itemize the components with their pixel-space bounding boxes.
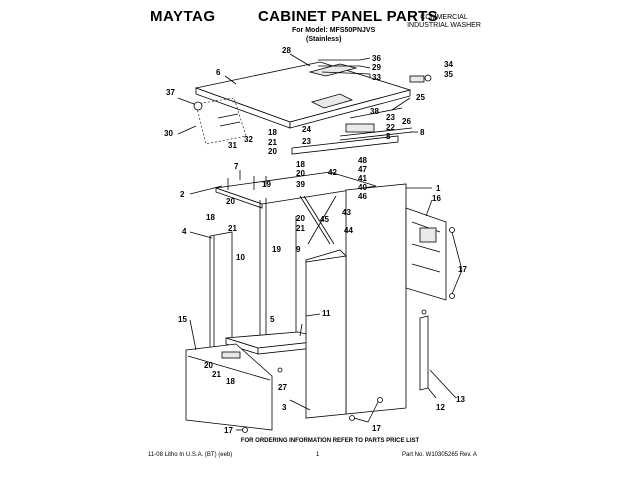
brand-logo: MAYTAG (150, 8, 216, 25)
callout-23a: 23 (386, 113, 395, 122)
callout-38: 38 (370, 107, 379, 116)
callout-18d: 18 (226, 377, 235, 386)
product-category-line1: COMMERCIAL (420, 14, 468, 21)
callout-44: 44 (344, 226, 353, 235)
callout-19b: 19 (272, 245, 281, 254)
front-lower-panel (185, 343, 273, 431)
callout-11: 11 (322, 309, 331, 318)
callout-17c: 17 (372, 424, 381, 433)
page-title: CABINET PANEL PARTS (258, 8, 438, 25)
ordering-note: FOR ORDERING INFORMATION REFER TO PARTS … (240, 438, 420, 444)
callout-18a: 18 (268, 128, 277, 137)
callout-10: 10 (236, 253, 245, 262)
callout-21a: 21 (268, 138, 277, 147)
callout-2: 2 (180, 190, 185, 199)
callout-18b: 18 (296, 160, 305, 169)
callout-5: 5 (270, 315, 275, 324)
callout-35: 35 (444, 70, 453, 79)
callout-4: 4 (182, 227, 187, 236)
part-number: Part No. W10305265 Rev. A (402, 452, 477, 458)
callout-29: 29 (372, 63, 381, 72)
right-side-panel (305, 183, 407, 419)
page-number: 1 (316, 452, 320, 458)
callout-24: 24 (302, 125, 311, 134)
callout-20e: 20 (204, 361, 213, 370)
part-callouts: 28 36 29 33 34 35 6 37 30 31 32 25 38 24… (164, 46, 467, 435)
callout-20d: 20 (296, 214, 305, 223)
callout-16: 16 (432, 194, 441, 203)
callout-39: 39 (296, 180, 305, 189)
frame-posts (259, 198, 297, 348)
rear-brace (419, 309, 429, 391)
callout-15: 15 (178, 315, 187, 324)
callout-27: 27 (278, 383, 287, 392)
callout-20c: 20 (226, 197, 235, 206)
callout-40: 40 (358, 183, 367, 192)
callout-17b: 17 (224, 426, 233, 435)
callout-1: 1 (436, 184, 441, 193)
product-category-line2: INDUSTRIAL WASHER (407, 22, 481, 29)
callout-18c: 18 (206, 213, 215, 222)
callout-21d: 21 (212, 370, 221, 379)
callout-43: 43 (342, 208, 351, 217)
callout-13: 13 (456, 395, 465, 404)
callout-17a: 17 (458, 265, 467, 274)
product-category: COMMERCIAL INDUSTRIAL WASHER (404, 14, 484, 30)
callout-20b: 20 (296, 169, 305, 178)
left-side-panel (209, 231, 233, 363)
callout-19a: 19 (262, 180, 271, 189)
upper-frame (215, 135, 399, 245)
callout-33: 33 (372, 73, 381, 82)
callout-47: 47 (358, 165, 367, 174)
model-variant: (Stainless) (306, 36, 342, 43)
callout-26: 26 (402, 117, 411, 126)
callout-30: 30 (164, 129, 173, 138)
rear-panel (405, 207, 447, 301)
callout-3: 3 (282, 403, 287, 412)
top-hardware (318, 59, 432, 141)
callout-22: 22 (386, 123, 395, 132)
callout-32: 32 (244, 135, 253, 144)
callout-21c: 21 (296, 224, 305, 233)
callout-23b: 23 (302, 137, 311, 146)
model-number: For Model: MFS50PNJVS (292, 27, 376, 34)
callout-28: 28 (282, 46, 291, 55)
callout-25: 25 (416, 93, 425, 102)
callout-7: 7 (234, 162, 239, 171)
callout-36: 36 (372, 54, 381, 63)
callout-37: 37 (166, 88, 175, 97)
hinge-bracket (193, 97, 247, 145)
callout-6: 6 (216, 68, 221, 77)
callout-46: 46 (358, 192, 367, 201)
callout-21b: 21 (228, 224, 237, 233)
callout-12: 12 (436, 403, 445, 412)
callout-42: 42 (328, 168, 337, 177)
callout-8a: 8 (386, 132, 391, 141)
callout-9: 9 (296, 245, 301, 254)
callout-45: 45 (320, 215, 329, 224)
callout-34: 34 (444, 60, 453, 69)
callout-48: 48 (358, 156, 367, 165)
leader-lines (177, 53, 463, 431)
screws (242, 227, 455, 433)
callout-31: 31 (228, 141, 237, 150)
litho-info: 11-08 Litho In U.S.A. (BT) (eeb) (148, 452, 233, 458)
callout-8b: 8 (420, 128, 425, 137)
top-panel (194, 61, 412, 129)
callout-20a: 20 (268, 147, 277, 156)
callout-41: 41 (358, 174, 367, 183)
